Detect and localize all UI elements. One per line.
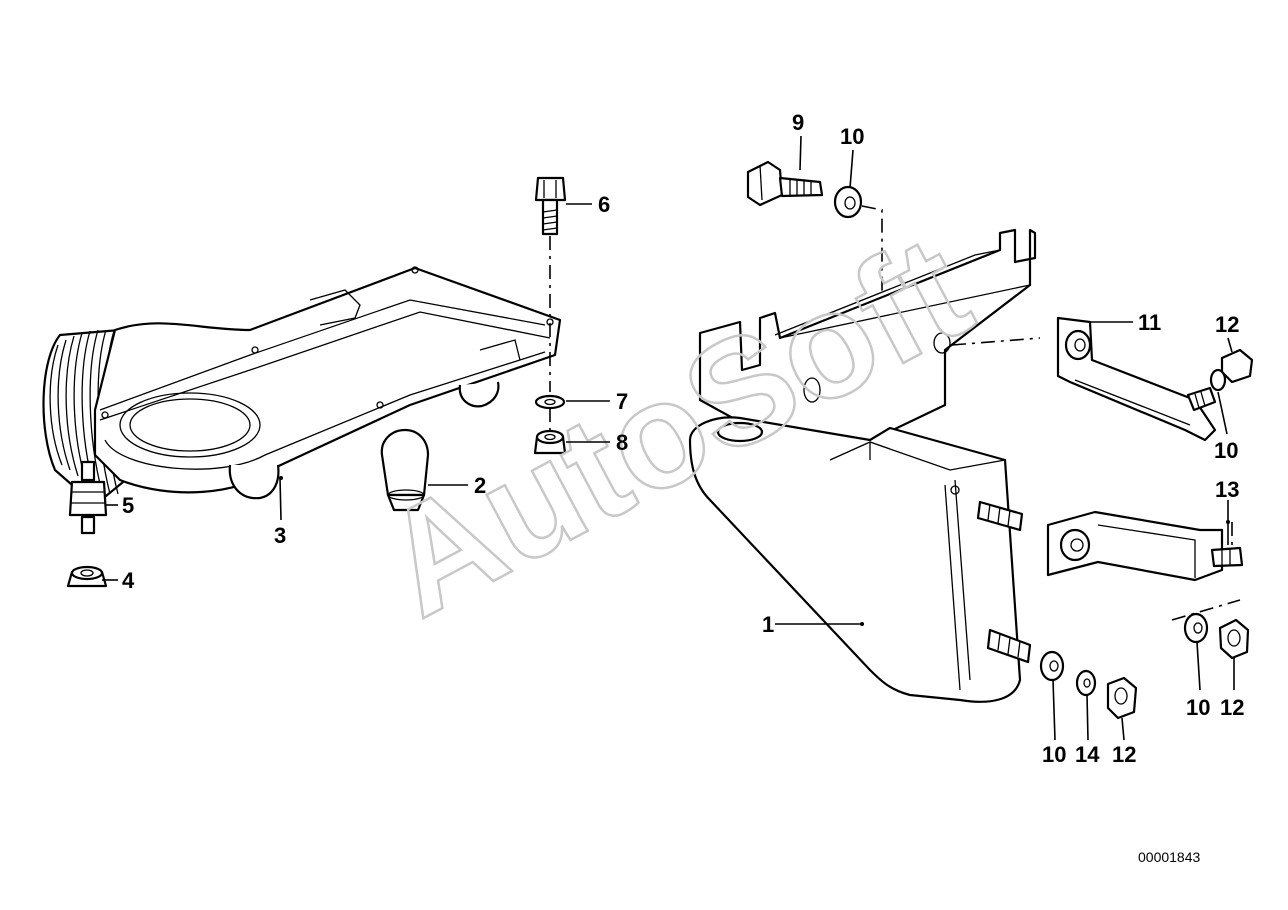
washer-part-10-top xyxy=(833,185,863,219)
callout-12-right-bottom: 12 xyxy=(1220,695,1244,720)
callout-8: 8 xyxy=(616,430,628,455)
stud-part-13 xyxy=(1210,546,1244,568)
callout-11: 11 xyxy=(1138,310,1161,335)
bolt-part-6 xyxy=(534,176,567,236)
callout-10-top: 10 xyxy=(840,124,864,149)
stud-lower-bracket xyxy=(986,628,1032,664)
leader-lines xyxy=(102,135,1235,741)
washer-part-10-right xyxy=(1209,368,1227,392)
strap-part-11 xyxy=(1056,316,1217,442)
callout-4: 4 xyxy=(122,568,135,593)
callout-5: 5 xyxy=(122,493,134,518)
nut-part-12-bottom xyxy=(1106,676,1138,720)
callout-14: 14 xyxy=(1075,742,1100,767)
stud-right-top xyxy=(1186,386,1217,412)
lock-washer-part-14 xyxy=(1075,669,1097,697)
rubber-mount-part xyxy=(68,460,108,535)
washer-part-10-right-bottom xyxy=(1183,612,1209,644)
callout-7: 7 xyxy=(616,389,628,414)
rubber-buffer-part xyxy=(380,428,430,512)
washer-part-10-bottom xyxy=(1039,650,1065,682)
callout-10-right-bottom: 10 xyxy=(1186,695,1210,720)
stud-upper-bracket xyxy=(976,500,1024,532)
callout-3: 3 xyxy=(274,523,286,548)
callout-2: 2 xyxy=(474,473,486,498)
callout-12-bottom: 12 xyxy=(1112,742,1136,767)
callout-6: 6 xyxy=(598,192,610,217)
nut-part-12-top xyxy=(1220,348,1254,384)
callout-9: 9 xyxy=(792,110,804,135)
callout-10-right: 10 xyxy=(1214,438,1238,463)
callout-1: 1 xyxy=(762,612,774,637)
nut-part-12-right-bottom xyxy=(1218,618,1250,660)
drawing-number: 00001843 xyxy=(1138,849,1201,865)
callout-10-bottom: 10 xyxy=(1042,742,1066,767)
bracket-part xyxy=(688,228,1037,703)
air-duct-part xyxy=(42,266,562,507)
callout-13: 13 xyxy=(1215,477,1239,502)
strap-part-13 xyxy=(1046,510,1224,582)
callout-12-top: 12 xyxy=(1215,312,1239,337)
bolt-part-9 xyxy=(746,160,824,207)
nut-part-4 xyxy=(66,565,108,588)
nut-part-8 xyxy=(533,429,567,455)
